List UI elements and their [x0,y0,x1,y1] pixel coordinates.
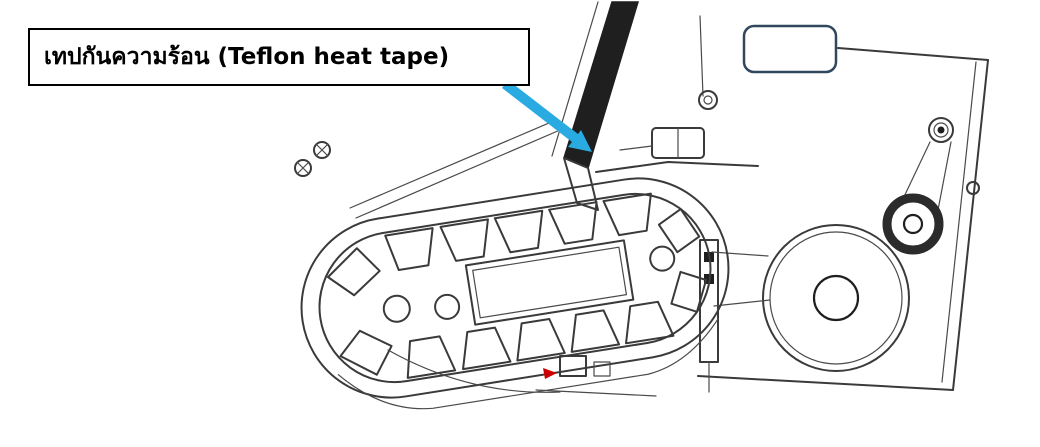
callout-arrow-icon [502,80,592,152]
plate-hole-icon [649,245,676,272]
printhead-bracket [595,127,759,173]
panel-hole-icon [698,90,718,110]
screw-icon [313,141,331,159]
guide-edge [349,119,561,219]
teflon-heat-tape [551,1,640,211]
lower-parts [387,349,657,397]
roller-end-icon [882,193,944,255]
heat-tape-label: เทปกันความร้อน (Teflon heat tape) [44,44,450,70]
red-marker-icon [543,368,557,379]
screw-heads [294,141,331,177]
screw-icon [294,159,312,177]
background-panel [697,15,989,391]
panel-screw-icon [966,181,980,195]
plate-hole-icon [434,293,461,320]
panel-tab-outline [742,24,838,74]
platen-roller [882,117,954,255]
grommet-icon [928,117,954,143]
drive-wheel [762,224,910,372]
heat-tape-callout: เทปกันความร้อน (Teflon heat tape) [28,28,530,86]
plate-hole-icon [382,294,411,323]
